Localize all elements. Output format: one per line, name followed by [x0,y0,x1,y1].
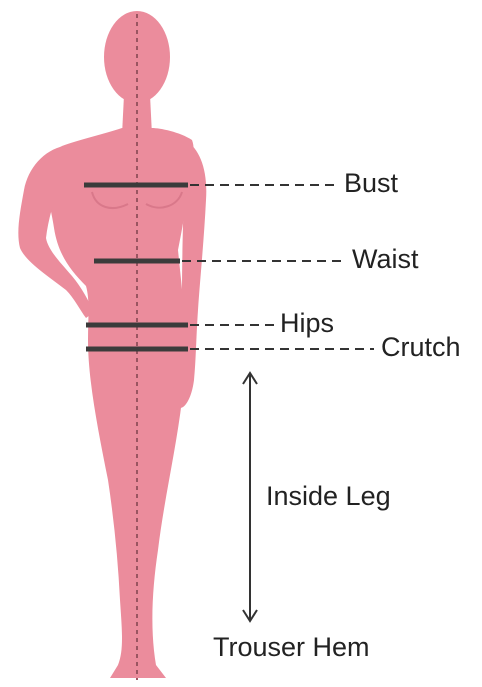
inside-leg-arrow [243,373,257,621]
hips-label: Hips [280,310,334,337]
body-silhouette [18,11,206,678]
crutch-label: Crutch [381,334,461,361]
bust-label: Bust [344,170,398,197]
inside-leg-label: Inside Leg [266,483,391,510]
torso-legs [47,128,194,678]
waist-label: Waist [352,246,419,273]
trouser-hem-label: Trouser Hem [213,634,370,661]
